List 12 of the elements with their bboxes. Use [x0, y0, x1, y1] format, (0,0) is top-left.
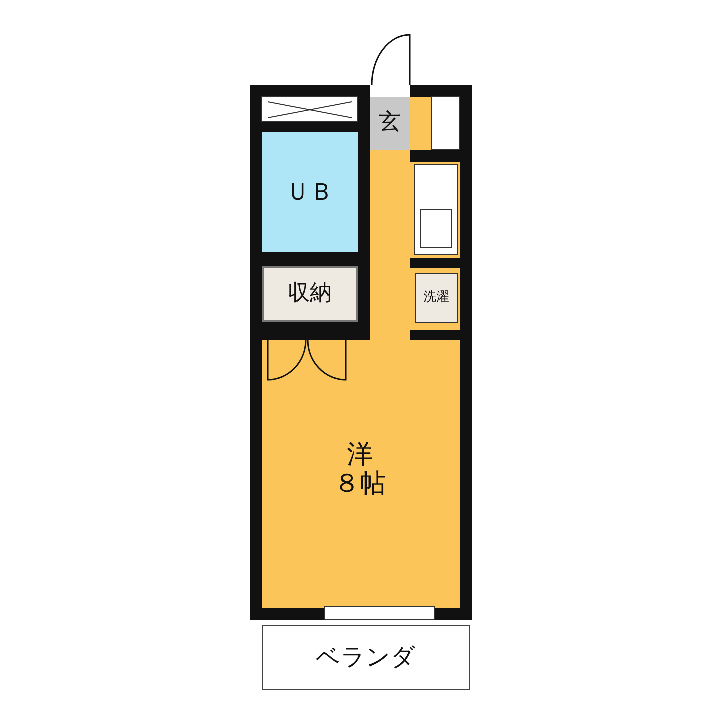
room-label: 玄 — [379, 111, 401, 136]
laundry-space — [415, 273, 458, 323]
room-label: ８帖 — [334, 470, 386, 499]
entrance-room — [370, 97, 410, 150]
room-label: 収納 — [288, 282, 332, 306]
room-label: ＵＢ — [286, 178, 334, 206]
room-label: 洋 — [347, 441, 373, 470]
bathroom-room — [262, 132, 358, 252]
room-label: 洗濯 — [424, 290, 450, 306]
balcony-area — [262, 625, 470, 690]
storage-room — [262, 266, 358, 322]
room-label: ベランダ — [316, 644, 416, 671]
